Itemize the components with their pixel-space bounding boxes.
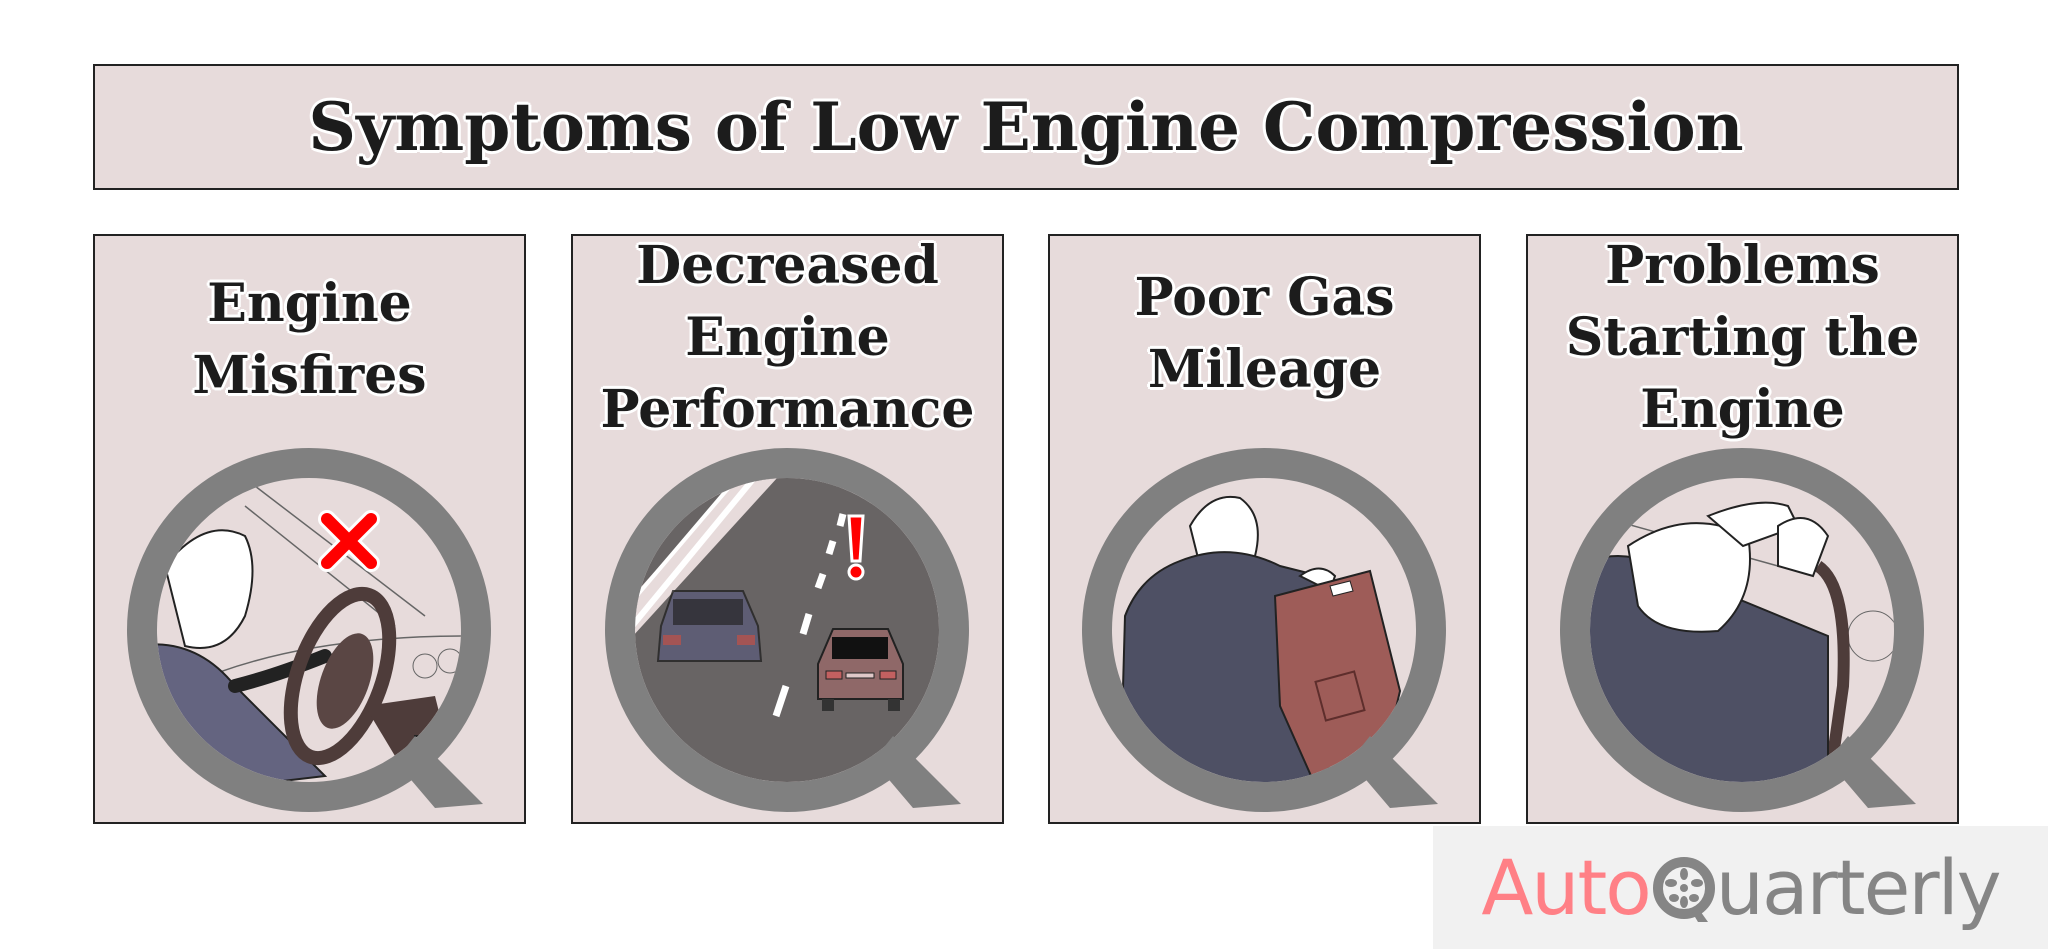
autoquarterly-logo[interactable]: Auto uarterly bbox=[1481, 843, 2002, 932]
page-title: Symptoms of Low Engine Compression bbox=[308, 88, 1744, 166]
exclamation-icon bbox=[847, 514, 865, 581]
red-x-icon bbox=[318, 510, 380, 572]
magnifier-icon bbox=[1560, 448, 1924, 812]
blurred-car bbox=[656, 590, 763, 662]
wheel-q-icon bbox=[1652, 856, 1715, 922]
slow-car bbox=[817, 628, 904, 711]
magnifier-icon bbox=[127, 448, 491, 812]
driver-misfire-illustration bbox=[127, 448, 491, 812]
magnifier-icon bbox=[605, 448, 969, 812]
logo-auto-text: Auto bbox=[1481, 843, 1651, 932]
gas-can-illustration bbox=[1082, 448, 1446, 812]
magnifier-icon bbox=[1082, 448, 1446, 812]
logo-box: Auto uarterly bbox=[1433, 826, 2048, 949]
title-banner: Symptoms of Low Engine Compression bbox=[93, 64, 1959, 190]
road-cars-illustration bbox=[605, 448, 969, 812]
logo-quarterly-text: uarterly bbox=[1715, 843, 2002, 932]
driver-head-on-wheel-illustration bbox=[1560, 448, 1924, 812]
